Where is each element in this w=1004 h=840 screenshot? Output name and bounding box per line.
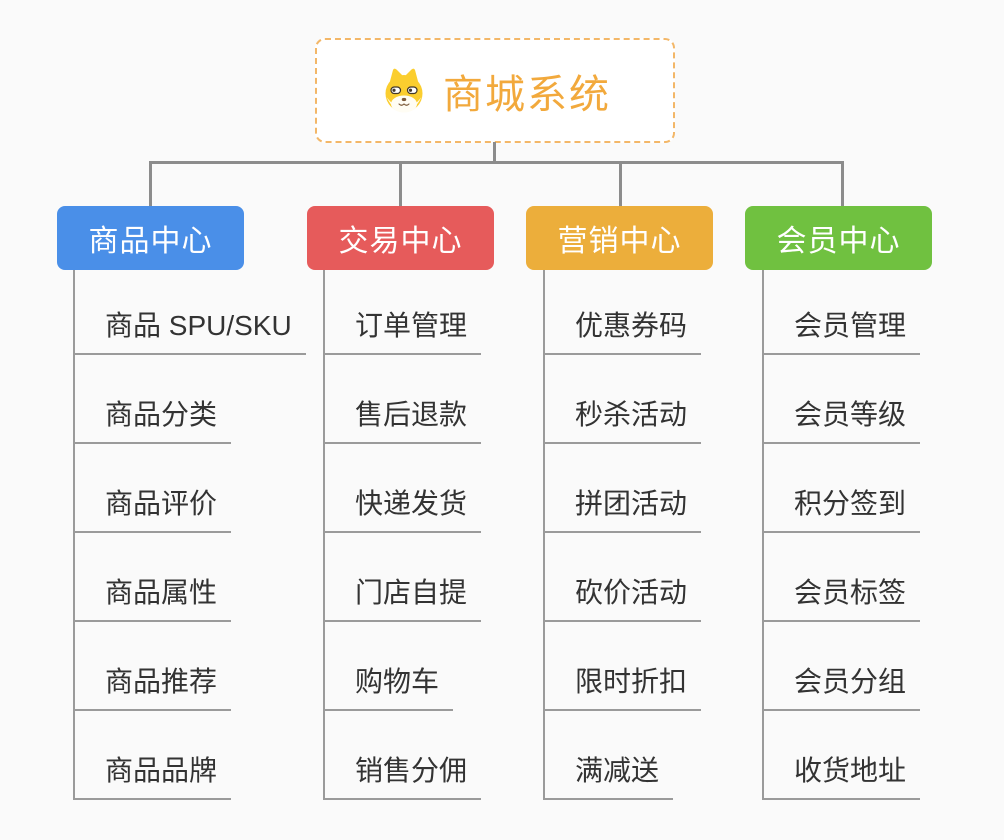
branch-header-marketing-center[interactable]: 营销中心 [526,206,713,270]
node-item[interactable]: 购物车 [323,663,454,711]
node-item[interactable]: 门店自提 [323,574,482,622]
connector-drop-product [149,161,152,207]
node-item[interactable]: 会员管理 [762,307,921,355]
node-item[interactable]: 售后退款 [323,396,482,444]
node-item[interactable]: 商品 SPU/SKU [73,307,306,355]
node-item[interactable]: 满减送 [543,752,674,800]
node-item[interactable]: 秒杀活动 [543,396,702,444]
branch-column-trade: 订单管理 售后退款 快递发货 门店自提 购物车 销售分佣 [323,270,573,802]
node-item[interactable]: 商品分类 [73,396,232,444]
node-item[interactable]: 快递发货 [323,485,482,533]
node-item[interactable]: 收货地址 [762,752,921,800]
node-item[interactable]: 商品品牌 [73,752,232,800]
connector-drop-marketing [619,161,622,207]
node-item[interactable]: 商品推荐 [73,663,232,711]
node-item[interactable]: 销售分佣 [323,752,482,800]
branch-header-trade-center[interactable]: 交易中心 [307,206,494,270]
branch-column-product: 商品 SPU/SKU 商品分类 商品评价 商品属性 商品推荐 商品品牌 [73,270,323,802]
node-item[interactable]: 订单管理 [323,307,482,355]
trunk-line [73,270,75,800]
connector-drop-trade [399,161,402,207]
node-item[interactable]: 优惠券码 [543,307,702,355]
node-item[interactable]: 砍价活动 [543,574,702,622]
node-item[interactable]: 会员等级 [762,396,921,444]
root-title: 商城系统 [443,72,611,117]
trunk-line [543,270,545,800]
branch-column-member: 会员管理 会员等级 积分签到 会员标签 会员分组 收货地址 [762,270,1004,802]
node-item[interactable]: 限时折扣 [543,663,702,711]
connector-rail [149,161,844,164]
root-node-mall-system[interactable]: 商城系统 [315,38,675,143]
branch-header-product-center[interactable]: 商品中心 [57,206,244,270]
node-item[interactable]: 会员标签 [762,574,921,622]
connector-root-stub [493,142,496,164]
doge-icon [385,68,423,112]
node-item[interactable]: 会员分组 [762,663,921,711]
node-item[interactable]: 积分签到 [762,485,921,533]
node-item[interactable]: 商品评价 [73,485,232,533]
trunk-line [323,270,325,800]
trunk-line [762,270,764,800]
connector-drop-member [841,161,844,207]
branch-column-marketing: 优惠券码 秒杀活动 拼团活动 砍价活动 限时折扣 满减送 [543,270,793,802]
node-item[interactable]: 商品属性 [73,574,232,622]
node-item[interactable]: 拼团活动 [543,485,702,533]
branch-header-member-center[interactable]: 会员中心 [745,206,932,270]
